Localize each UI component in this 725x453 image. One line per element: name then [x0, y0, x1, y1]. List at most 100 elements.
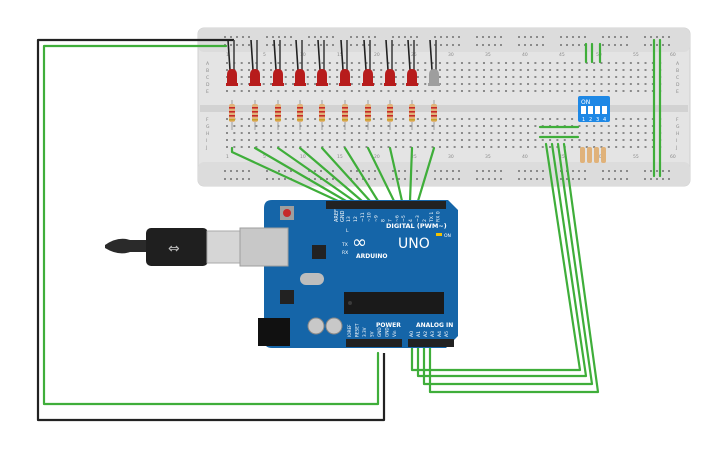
hole — [306, 62, 309, 64]
colnum-bottom: 30 — [448, 154, 454, 160]
hole — [482, 139, 485, 141]
rail-hole — [290, 44, 292, 46]
hole — [629, 69, 632, 71]
led[interactable] — [363, 69, 373, 84]
rail-hole — [626, 170, 628, 172]
hole — [416, 146, 419, 148]
hole — [292, 76, 295, 78]
hole — [314, 90, 317, 92]
led[interactable] — [429, 69, 439, 84]
hole — [505, 118, 508, 120]
hole — [226, 62, 228, 64]
resistor-band — [365, 119, 371, 121]
hole — [505, 76, 508, 78]
dip-num-4: 4 — [603, 117, 606, 123]
hole — [541, 90, 544, 92]
usb-icon: ⇔ — [168, 241, 180, 257]
hole — [600, 90, 603, 92]
led[interactable] — [273, 69, 283, 84]
hole — [284, 69, 287, 71]
hole — [622, 118, 625, 120]
hole — [336, 132, 339, 134]
rail-hole — [434, 36, 436, 38]
hole — [563, 118, 566, 120]
hole — [380, 69, 383, 71]
hole — [629, 90, 632, 92]
indicator-tx: TX — [341, 242, 348, 248]
hole — [416, 125, 419, 127]
rail-hole — [536, 44, 538, 46]
dip-toggle-4[interactable] — [602, 106, 607, 114]
hole — [637, 118, 640, 120]
hole — [556, 76, 559, 78]
hole — [372, 62, 375, 64]
hole — [578, 125, 581, 127]
hole — [306, 132, 309, 134]
hole — [350, 83, 353, 85]
hole — [372, 69, 375, 71]
hole — [372, 125, 375, 127]
resistor-band — [342, 119, 348, 121]
analog-pin-label: A0 — [409, 331, 415, 337]
hole — [571, 69, 574, 71]
hole — [527, 118, 530, 120]
led[interactable] — [250, 69, 260, 84]
hole — [468, 76, 471, 78]
hole — [248, 125, 251, 127]
hole — [541, 139, 544, 141]
led[interactable] — [340, 69, 350, 84]
rail-hole — [368, 44, 370, 46]
resistor-band — [275, 119, 281, 121]
row-letter: F — [206, 117, 209, 123]
hole — [402, 76, 405, 78]
hole — [607, 83, 610, 85]
led[interactable] — [317, 69, 327, 84]
rail-hole — [644, 44, 646, 46]
hole — [519, 76, 522, 78]
hole — [365, 139, 368, 141]
rail-hole — [278, 170, 280, 172]
hole — [262, 125, 265, 127]
hole — [336, 125, 339, 127]
hole — [541, 118, 544, 120]
hole — [343, 146, 346, 148]
hole — [468, 62, 471, 64]
hole — [475, 83, 478, 85]
hole — [240, 69, 243, 71]
hole — [482, 62, 485, 64]
led[interactable] — [295, 69, 305, 84]
hole — [637, 76, 640, 78]
dip-toggle-1[interactable] — [581, 106, 586, 114]
dip-toggle-3[interactable] — [595, 106, 600, 114]
rail-hole — [374, 178, 376, 180]
led[interactable] — [407, 69, 417, 84]
rail-hole — [494, 36, 496, 38]
wire-led-4 — [298, 146, 364, 203]
hole — [563, 76, 566, 78]
digital-pin-label: ~9 — [374, 215, 380, 222]
hole — [292, 90, 295, 92]
rail-hole — [524, 36, 526, 38]
atmega-chip — [344, 292, 444, 314]
dip-toggle-2[interactable] — [588, 106, 593, 114]
hole — [600, 62, 603, 64]
hole — [416, 69, 419, 71]
hole — [549, 132, 552, 134]
hole — [358, 146, 361, 148]
led[interactable] — [227, 69, 237, 84]
power-pin-label: 5V — [370, 331, 375, 337]
gnd-label: GND — [340, 210, 346, 222]
regulator — [280, 290, 294, 304]
digital-pin-label: 7 — [387, 219, 393, 222]
pulldown-resistor-2 — [587, 147, 592, 163]
pulldown-resistor-3 — [594, 147, 599, 163]
led[interactable] — [385, 69, 395, 84]
hole — [556, 69, 559, 71]
hole — [358, 62, 361, 64]
hole — [314, 125, 317, 127]
led-lead — [340, 39, 344, 71]
rail-hole — [494, 170, 496, 172]
resistor-band — [365, 111, 371, 113]
hole — [380, 62, 383, 64]
reset-button-cap[interactable] — [283, 209, 291, 217]
